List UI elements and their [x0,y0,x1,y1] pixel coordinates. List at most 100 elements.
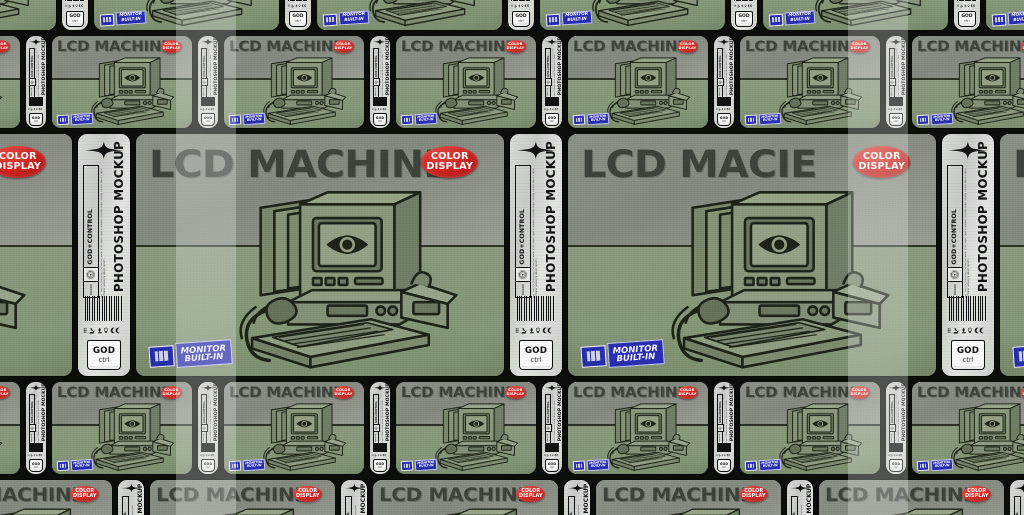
badge-line-2: DISPLAY [858,160,906,172]
guarantee-seal-icon [202,426,206,430]
card-title: LCD MACHINE [156,484,309,507]
four-point-star-icon [790,483,810,493]
spine-seal-text: MMXXIII [547,87,550,96]
guarantee-seal-icon [718,80,722,84]
lcd-chip-icon [323,12,339,27]
barcode [516,296,555,321]
illustration-wrap [169,504,324,515]
badge-line-2: DISPLAY [518,493,543,500]
lcd-chip-icon [744,114,758,126]
spine-seal-text: MMXXIII [719,433,722,442]
retro-computer-illustration [368,0,475,27]
spine-vertical-subtitle: GOD+CONTROL [87,208,95,265]
product-tile: LCD MACHINECOLORDISPLAYMONITORBUILT-INPH… [1000,134,1024,376]
spine-boxed-block: GOD+CONTROL MMXXIII [888,47,896,99]
card-title: LCD MACHINE [1013,142,1024,186]
badge-line-2: DISPLAY [0,45,9,50]
barcode [84,296,123,321]
spine-vertical-subtitle: GOD+CONTROL [890,401,894,423]
spine-vertical-subtitle: GOD+CONTROL [374,401,378,423]
lcd-chip-icon [546,12,562,27]
badge-line-2: DISPLAY [334,391,353,396]
spine-vertical-title: PHOTOSHOP MOCKUP [137,483,144,515]
badge-line-2: DISPLAY [295,493,320,500]
spine-micro-text: LCD machine photoshop mockup template. S… [37,47,40,99]
keycap-label: GOD [375,461,385,466]
keycap-sub: ctrl [205,119,211,123]
product-tile: LCD MACHINECOLORDISPLAYMONITORBUILT-INPH… [912,36,1024,128]
product-tile: LCD MACHINECOLORDISPLAYMONITORBUILT-INPH… [317,0,534,30]
badge-line-2: DISPLAY [678,391,697,396]
spine-boxed-block: GOD+CONTROL MMXXIII [716,393,724,445]
star-icon-wrap [888,38,904,46]
spine-vertical-title: PHOTOSHOP MOCKUP [111,140,126,293]
guarantee-seal-icon [950,269,960,279]
spine-vertical-title: PHOTOSHOP MOCKUP [41,382,46,441]
four-point-star-icon [200,384,216,392]
lcd-chip-icon [56,114,70,126]
spine-vertical-subtitle: GOD+CONTROL [1015,499,1019,515]
keycap-sub: ctrl [530,356,542,365]
badge-line-2: DISPLAY [741,493,766,500]
star-icon-wrap [200,38,216,46]
badge-line-2: DISPLAY [0,160,42,172]
guarantee-seal-icon [86,269,96,279]
compliance-symbols-icon [544,108,559,111]
sticker-line-2: BUILT-IN [567,16,588,23]
spine-micro-text: LCD machine photoshop mockup template. S… [964,168,970,299]
card-title: LCD MACHINE [56,39,172,56]
badge-line-2: DISPLAY [850,45,869,50]
spine-micro-text: LCD machine photoshop mockup template. S… [897,47,900,99]
four-point-star-icon [200,38,216,46]
spine-vertical-title: PHOTOSHOP MOCKUP [385,36,390,95]
spine-seal [947,266,963,283]
keycap-label: GOD [515,14,527,20]
illustration-wrap [615,504,770,515]
badge-line-1: COLOR [336,387,351,392]
spine-seal-text: MMXXIII [203,87,206,96]
spine-seal [372,78,380,86]
retro-computer-illustration [91,403,175,472]
barcode [948,296,987,321]
sticker-line-2: BUILT-IN [934,463,950,469]
spine-boxed-block: GOD+CONTROL MMXXIII [372,47,380,99]
retro-computer-illustration [263,57,347,126]
spine-micro-text: LCD machine photoshop mockup template. S… [800,496,804,515]
compliance-symbols-icon [888,108,903,111]
star-icon-wrap [544,38,560,46]
sticker-line-2: BUILT-IN [184,350,224,364]
illustration-wrap [782,0,937,28]
guarantee-seal-icon [890,426,894,430]
illustration-wrap [410,400,528,472]
barcode [65,0,84,2]
spine-symbols-row [28,107,44,111]
barcode [544,442,560,452]
sticker-line-2: BUILT-IN [74,117,90,123]
